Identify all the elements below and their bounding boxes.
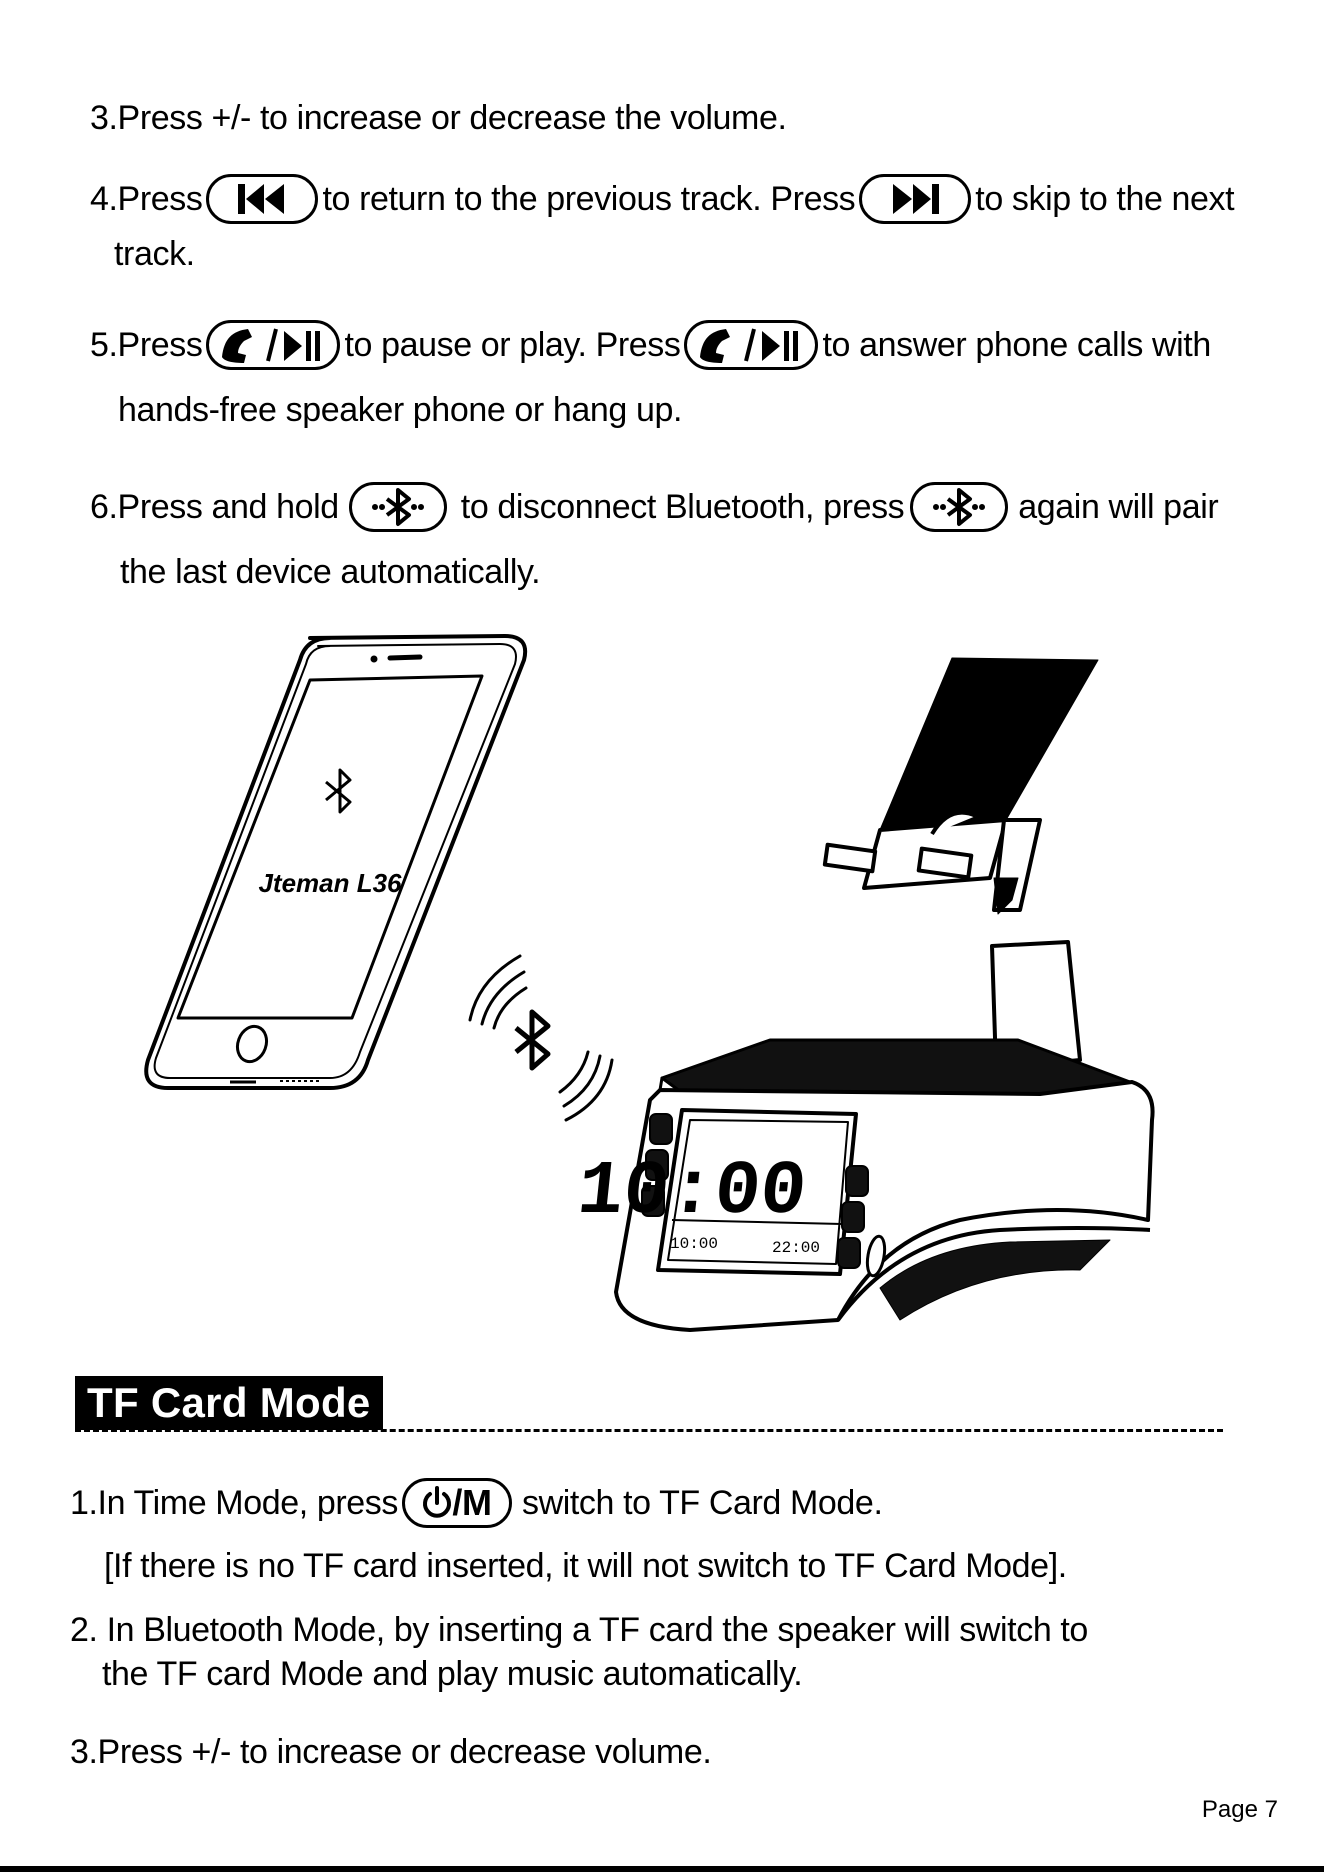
speaker-drawing bbox=[614, 657, 1155, 1332]
bottom-rule bbox=[0, 1866, 1324, 1872]
phone-play-pause-icon bbox=[700, 328, 799, 363]
bt-step-5-cont: hands-free speaker phone or hang up. bbox=[118, 391, 683, 429]
next-track-button bbox=[859, 174, 972, 224]
bt-step-4-cont: track. bbox=[114, 235, 195, 273]
tf-step-2: 2. In Bluetooth Mode, by inserting a TF … bbox=[70, 1611, 1088, 1649]
phone-bluetooth-icon bbox=[325, 768, 352, 814]
previous-track-icon bbox=[238, 184, 285, 214]
section-title-tf-card: TF Card Mode bbox=[75, 1376, 383, 1430]
phone-brand-label: Jteman L36 bbox=[258, 868, 402, 898]
bt-step-5: 5.Press to pause or play. Press to answe… bbox=[90, 320, 1211, 370]
tf-step-1: 1.In Time Mode, press /M switch to TF Ca… bbox=[70, 1478, 883, 1528]
page-number: Page 7 bbox=[1201, 1796, 1278, 1823]
smartphone-drawing bbox=[144, 634, 528, 1090]
bt-step-6-cont: the last device automatically. bbox=[120, 553, 541, 591]
power-icon bbox=[423, 1486, 452, 1518]
bluetooth-icon bbox=[933, 488, 986, 526]
bluetooth-button-2 bbox=[910, 482, 1009, 532]
tf-step-1-note: [If there is no TF card inserted, it wil… bbox=[104, 1547, 1067, 1585]
power-mode-button: /M bbox=[401, 1478, 512, 1528]
bluetooth-icon bbox=[371, 488, 424, 526]
display-time: 10:00 bbox=[573, 1149, 810, 1235]
bt-step-3: 3.Press +/- to increase or decrease the … bbox=[90, 99, 787, 137]
display-small-left: 10:00 bbox=[670, 1235, 718, 1253]
next-track-icon bbox=[893, 184, 940, 214]
tf-step-3: 3.Press +/- to increase or decrease volu… bbox=[70, 1733, 712, 1771]
tf-step-2-cont: the TF card Mode and play music automati… bbox=[102, 1655, 803, 1693]
bt-step-4: 4.Press to return to the previous track.… bbox=[90, 174, 1235, 224]
bluetooth-button bbox=[348, 482, 447, 532]
display-small-right: 22:00 bbox=[772, 1239, 820, 1257]
bt-step-6: 6.Press and hold to disconnect Bluetooth… bbox=[90, 482, 1219, 532]
pairing-illustration: Jteman L36 bbox=[144, 634, 1155, 1332]
wireless-signal bbox=[468, 954, 614, 1122]
phone-play-pause-button bbox=[206, 320, 341, 370]
phone-play-pause-button-2 bbox=[684, 320, 819, 370]
previous-track-button bbox=[206, 174, 319, 224]
phone-play-pause-icon bbox=[222, 328, 321, 363]
signal-bluetooth-icon bbox=[514, 1009, 551, 1071]
section-divider bbox=[75, 1429, 1223, 1432]
